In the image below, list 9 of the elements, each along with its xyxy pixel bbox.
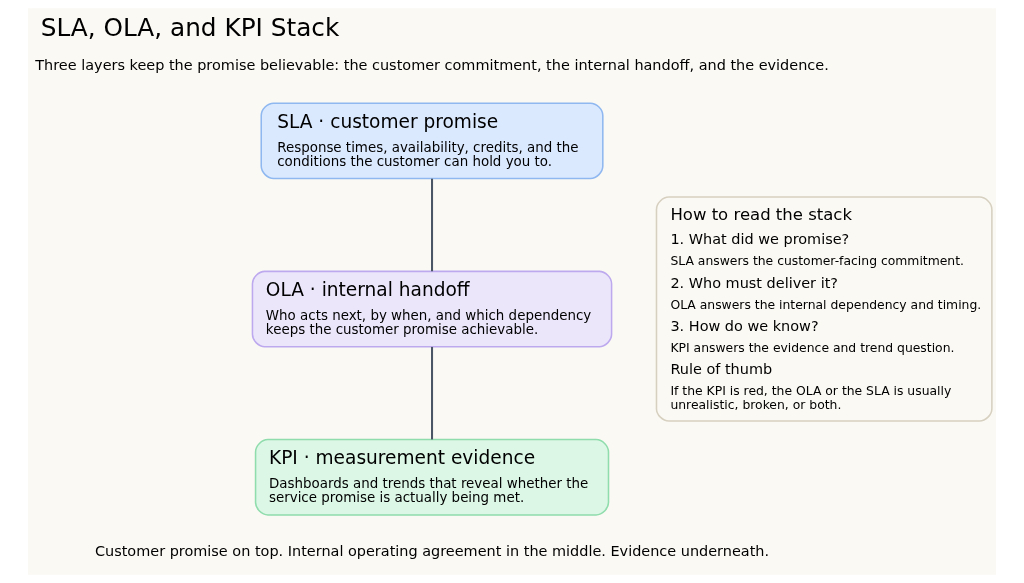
label: Three layers keep the promise believable: the customer commitment, the internal handoff, and the evidence.: [35, 56, 829, 73]
caption: Customer promise on top. Internal operating agreement in the middle. Evidence underneath.: [94, 542, 770, 559]
node-box: OLA · internal handoff Who acts next, by when, and which dependency keeps the customer promise achievable.: [251, 270, 613, 348]
connector: [431, 346, 434, 440]
node-box: How to read the stack 1. What did we promise? SLA answers the customer-facing commitment. 2. Who must deliver it? OLA answers the internal dependency and timing. 3. How do we know? KPI answers the evidence and trend question. Rule of thumb If the KPI is red, the OLA or the SLA is usually unrealistic, broken, or both.: [655, 196, 993, 422]
node-box: KPI · measurement evidence Dashboards and trends that reveal whether the service promise is actually being met.: [254, 438, 610, 516]
node-box: SLA · customer promise Response times, availability, credits, and the conditions the customer can hold you to.: [260, 102, 604, 180]
diagram-title: SLA, OLA, and KPI Stack: [40, 13, 340, 43]
connector: [431, 178, 434, 272]
